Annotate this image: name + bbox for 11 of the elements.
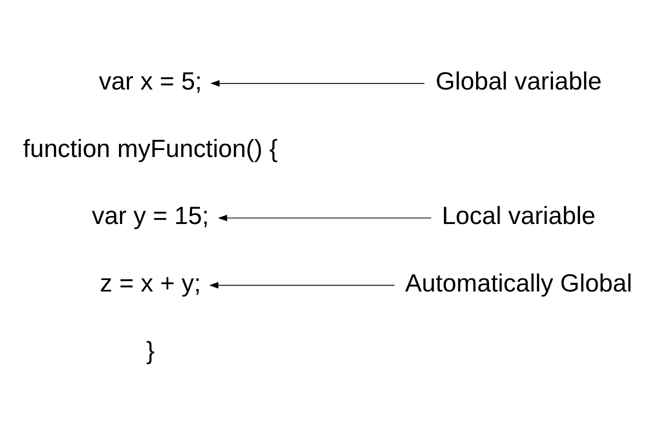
- label: function myFunction() {: [23, 134, 278, 162]
- node-text: z = x + y;: [100, 269, 201, 298]
- arrow: [218, 214, 432, 221]
- node-text: Global variable: [436, 67, 602, 96]
- arrow: [209, 282, 395, 288]
- node-text: Automatically Global: [405, 269, 632, 298]
- node-text: var y = 15;: [92, 202, 209, 230]
- node-text: Local variable: [442, 202, 596, 230]
- label: }: [146, 336, 155, 364]
- arrow: [210, 80, 425, 86]
- node-text: var x = 5;: [98, 67, 202, 96]
